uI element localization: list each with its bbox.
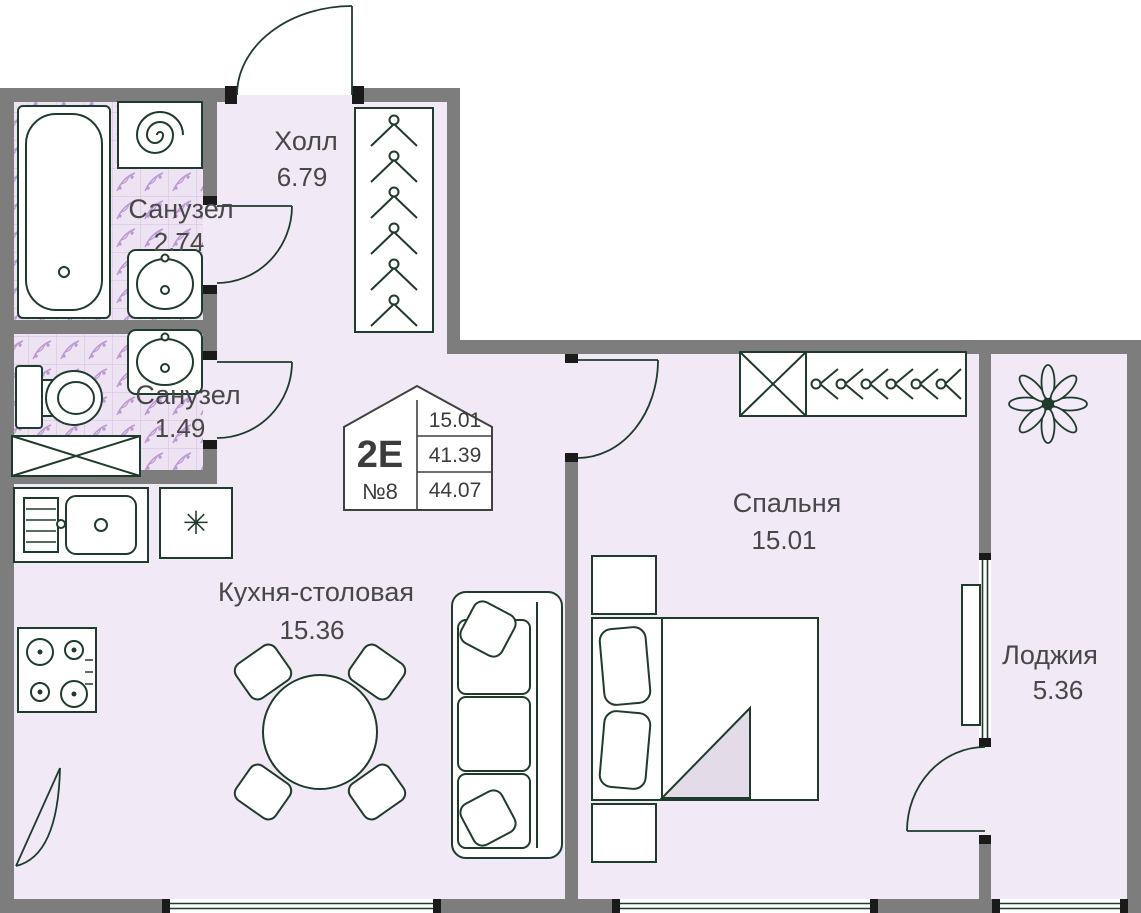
kitchen-window-jamb-right <box>433 899 441 913</box>
sofa-pillow <box>459 600 517 658</box>
toilet-label: Санузел <box>135 380 240 410</box>
loggia-window <box>1000 899 1120 913</box>
wall-loggia-upper <box>979 354 991 560</box>
stove <box>17 627 97 713</box>
snowflake-icon: ✳ <box>183 505 210 541</box>
dining-table <box>262 674 378 790</box>
sofa-cushion <box>457 696 531 772</box>
room-labels: Холл 6.79 Санузел 2.74 Санузел 1.49 Кухн… <box>128 126 1097 705</box>
chair <box>233 763 293 821</box>
entry-jamb-right <box>352 86 364 104</box>
bedroom-door-jamb-top <box>565 354 578 363</box>
wall-top-left <box>0 88 237 102</box>
hanger-icon <box>370 114 418 327</box>
wall-left <box>0 88 14 913</box>
loggia-window-jamb-right <box>1120 899 1128 913</box>
windows <box>170 560 1120 913</box>
toilet <box>15 365 103 429</box>
nightstand <box>591 555 657 615</box>
wc-door-jamb-top <box>203 351 217 360</box>
blanket-fold <box>659 705 751 799</box>
wall-bedroom-top <box>447 340 1141 354</box>
kitchen-corner-swing <box>15 767 61 867</box>
living-area-value: 15.01 <box>429 409 482 432</box>
fridge: ✳ <box>159 487 233 559</box>
loggia-door-jamb-bottom <box>979 835 991 844</box>
kitchen-label: Кухня-столовая <box>218 577 414 607</box>
bedroom-window-jamb-left <box>612 899 620 913</box>
sofa <box>451 591 563 859</box>
wc-sink <box>127 329 203 395</box>
bedroom-door-jamb-bottom <box>565 453 578 462</box>
bedroom-closet <box>739 351 967 417</box>
wall-loggia-lower <box>979 835 991 899</box>
closet-x <box>739 351 807 417</box>
washer-drum-spiral <box>135 111 184 154</box>
hall-label: Холл <box>274 126 338 156</box>
bed-group <box>591 555 819 863</box>
chair <box>347 763 407 821</box>
bedroom-window <box>620 899 870 913</box>
kitchen-area: 15.36 <box>279 615 344 645</box>
bed-pillow <box>598 626 652 706</box>
bathroom-label: Санузел <box>128 194 233 224</box>
wall-hall-right <box>447 88 460 354</box>
radiator <box>961 584 981 726</box>
nightstand <box>591 803 657 863</box>
hanger-icon <box>810 368 962 400</box>
total-area-value: 44.07 <box>429 479 482 502</box>
flat-number-label: №8 <box>362 479 398 504</box>
loggia-label: Лоджия <box>1002 640 1098 670</box>
bathroom-door <box>216 205 293 284</box>
dining-set <box>233 643 407 821</box>
chair <box>233 643 293 701</box>
doors <box>216 5 986 832</box>
vent-shaft <box>11 435 141 477</box>
loggia-window-jamb-left <box>992 899 1000 913</box>
hall-area: 6.79 <box>277 162 328 192</box>
sofa-pillow <box>459 789 517 847</box>
bedroom-window-jamb-right <box>870 899 878 913</box>
chair <box>347 643 407 701</box>
wall-bath-hall-a <box>203 102 217 205</box>
kitchen-sink-counter <box>13 487 149 563</box>
bedroom-area: 15.01 <box>751 525 816 555</box>
loggia-door-jamb-top <box>979 738 991 747</box>
bathtub <box>17 105 111 319</box>
bed-pillow <box>598 710 652 790</box>
bathroom-area: 2.74 <box>154 227 205 257</box>
bath-door-jamb-top <box>203 196 217 205</box>
jamb-marks <box>162 86 1128 913</box>
wall-top-right <box>352 88 460 102</box>
flat-type-label: 2Е <box>357 434 403 476</box>
wc-door-jamb-bottom <box>203 440 217 449</box>
toilet-area: 1.49 <box>155 413 206 443</box>
bedroom-loggia-window <box>979 560 991 738</box>
bathroom-sink <box>127 249 203 319</box>
kitchen-window-jamb-left <box>162 899 170 913</box>
plant-icon <box>1008 364 1088 444</box>
loggia-door <box>906 746 986 832</box>
entry-door <box>236 5 353 96</box>
loggia-window-jamb-top <box>979 553 991 560</box>
stamp-outline <box>343 384 493 511</box>
kitchen-window <box>170 899 433 913</box>
wall-kitchen-bedroom <box>565 462 578 899</box>
wall-right <box>1127 354 1141 913</box>
entry-jamb-left <box>225 86 237 104</box>
apartment-stamp: 2Е №8 15.01 41.39 44.07 <box>343 384 493 511</box>
apartment-area-value: 41.39 <box>429 444 482 467</box>
hall-wardrobe <box>354 107 434 333</box>
loggia-area: 5.36 <box>1033 675 1084 705</box>
bedroom-door <box>577 359 659 459</box>
wc-door <box>216 361 293 439</box>
washing-machine <box>117 101 203 169</box>
bedroom-label: Спальня <box>733 488 842 518</box>
bath-door-jamb-bottom <box>203 285 217 294</box>
